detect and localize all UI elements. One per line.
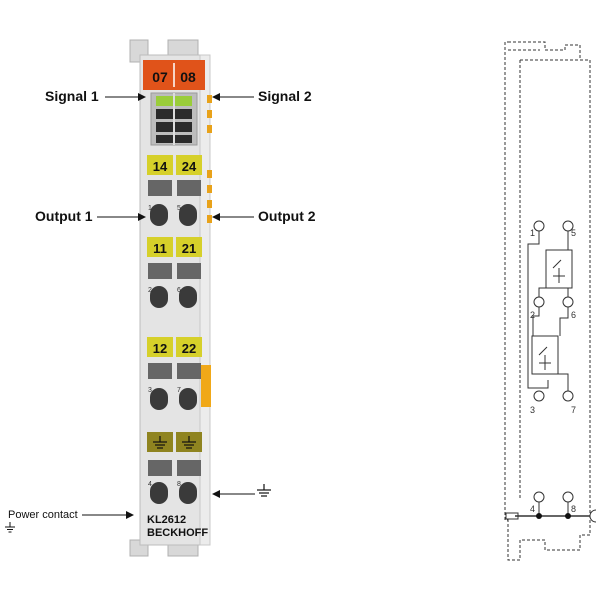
output-1-label: Output 1: [35, 208, 93, 224]
schematic-pin-8: 8: [571, 504, 576, 514]
signal-1-label: Signal 1: [45, 88, 99, 104]
brand-label: BECKHOFF: [147, 527, 208, 539]
model-label: KL2612: [147, 514, 186, 526]
clamp-row-2: 2 6: [148, 263, 201, 308]
ground-icon: [257, 484, 271, 497]
power-node-4: [536, 513, 542, 519]
top-led-block: 07 08: [143, 60, 205, 90]
tag-row-1: 14 24: [147, 155, 202, 175]
tag-12: 12: [153, 341, 167, 356]
ground-icon: [182, 436, 196, 449]
clamp-number-8: 8: [177, 481, 181, 488]
led-window: [150, 92, 198, 146]
ground-icon: [5, 522, 15, 533]
clamp-row-1: 1 5: [148, 180, 201, 226]
schematic-pin-6: 6: [571, 310, 576, 320]
signal-2-label: Signal 2: [258, 88, 312, 104]
gold-contacts: [207, 95, 212, 223]
clamp-number-1: 1: [148, 205, 152, 212]
led-label-07: 07: [152, 69, 168, 85]
tag-row-3: 12 22: [147, 337, 202, 357]
clamp-number-4: 4: [148, 481, 152, 488]
schematic-pin-2: 2: [530, 310, 535, 320]
tag-22: 22: [182, 341, 196, 356]
schematic-pin-1: 1: [530, 228, 535, 238]
ground-icon: [153, 436, 167, 449]
clamp-row-4: 4 8: [148, 460, 201, 504]
led-label-08: 08: [180, 69, 196, 85]
clamp-number-3: 3: [148, 387, 152, 394]
power-node-8: [565, 513, 571, 519]
tag-row-2: 11 21: [147, 237, 202, 257]
schematic: [504, 41, 597, 561]
schematic-pin-4: 4: [530, 504, 535, 514]
power-contact-label: Power contact: [8, 509, 78, 521]
clamp-number-5: 5: [177, 205, 181, 212]
tag-14: 14: [153, 159, 168, 174]
schematic-pin-5: 5: [571, 228, 576, 238]
schematic-pin-7: 7: [571, 405, 576, 415]
tag-row-ground: [147, 432, 202, 452]
tag-11: 11: [153, 241, 167, 256]
clamp-number-6: 6: [177, 287, 181, 294]
schematic-pin-3: 3: [530, 405, 535, 415]
clamp-number-7: 7: [177, 387, 181, 394]
tag-24: 24: [182, 159, 197, 174]
output-2-label: Output 2: [258, 208, 316, 224]
tag-21: 21: [182, 241, 196, 256]
power-contact-bar: [201, 365, 211, 407]
clamp-number-2: 2: [148, 287, 152, 294]
clamp-row-3: 3 7: [148, 363, 201, 410]
